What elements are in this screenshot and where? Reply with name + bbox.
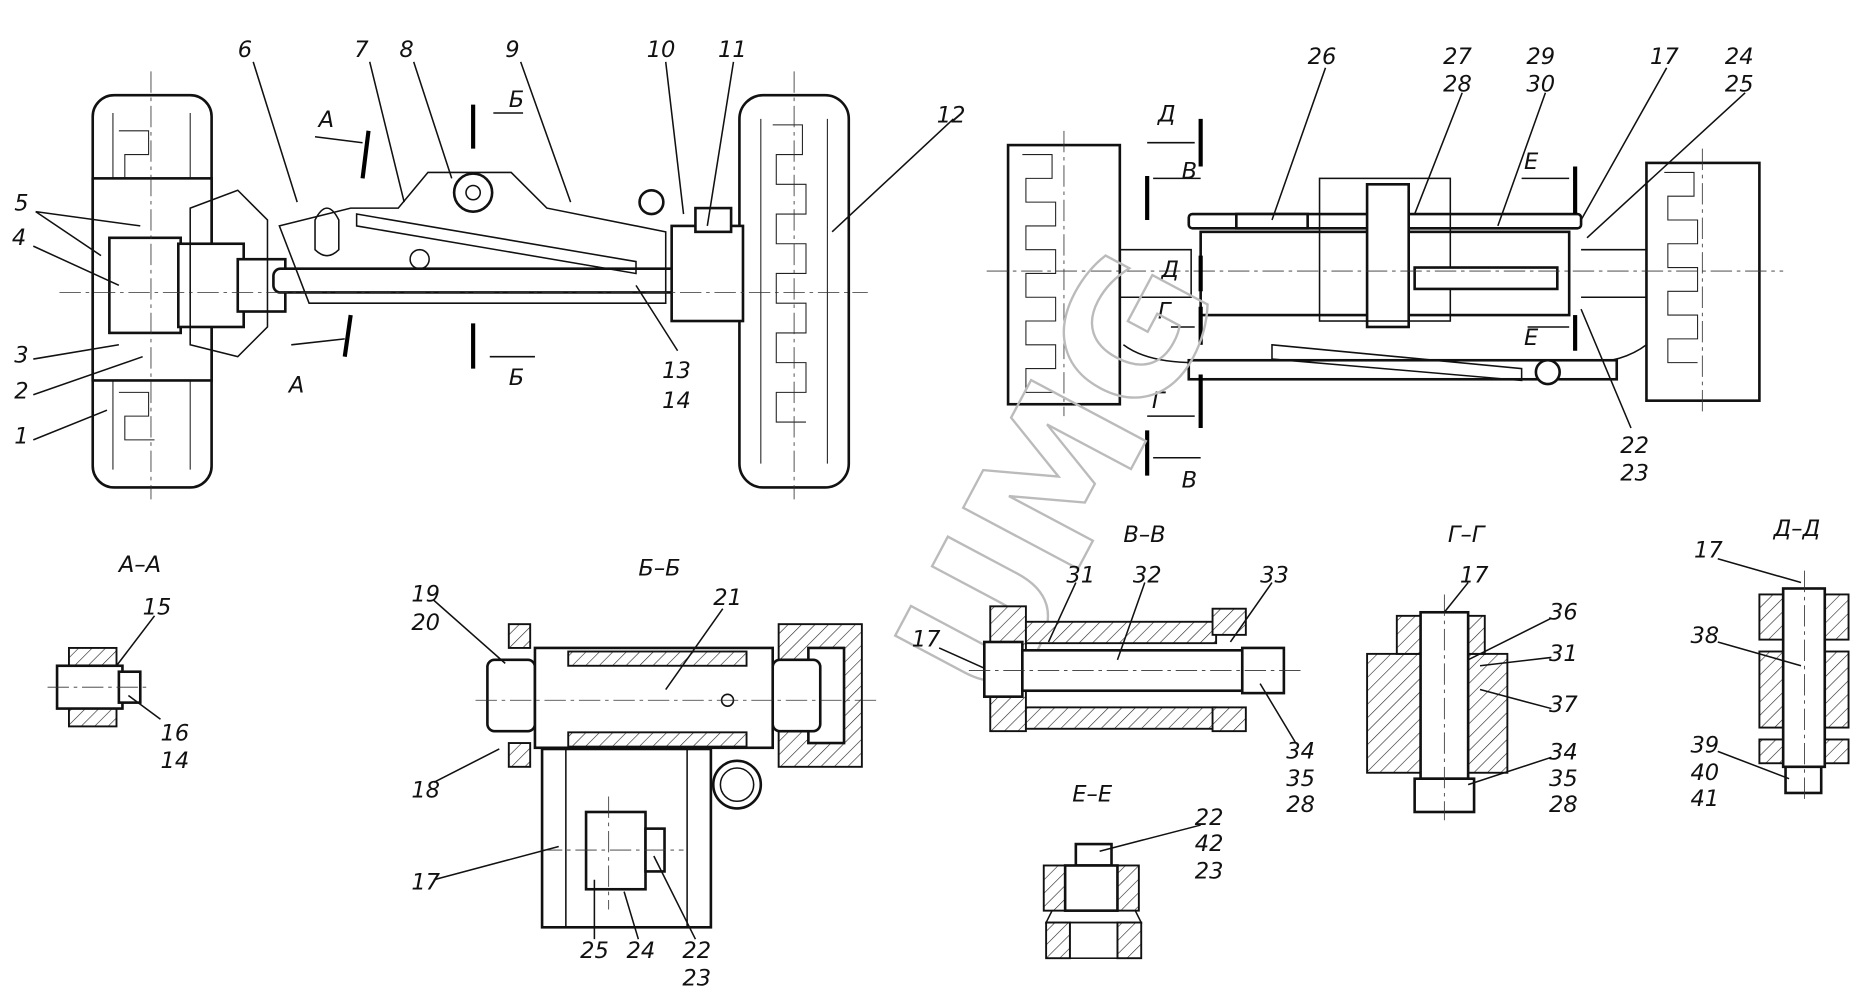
callout-17: 17: [1694, 538, 1723, 564]
section-mark-e: Е: [1524, 149, 1539, 175]
front-axle-plan-view: А А Б Б 6 7 8 9 10 11 12 5 4 3 2 1 13 14: [12, 37, 966, 500]
callout-4: 4: [12, 225, 26, 251]
callout-23: 23: [1195, 859, 1224, 885]
callout-20: 20: [411, 610, 440, 636]
callout-6: 6: [238, 37, 252, 63]
right-wheel: [1645, 161, 1761, 402]
callout-5: 5: [14, 190, 28, 216]
callout-21: 21: [713, 585, 742, 611]
callout-12: 12: [937, 102, 966, 128]
callout-3: 3: [14, 343, 28, 369]
section-title: Е–Е: [1072, 781, 1113, 807]
callout-14: 14: [160, 748, 189, 774]
callout-32: 32: [1133, 563, 1162, 589]
section-title: В–В: [1123, 522, 1165, 548]
section-title: Б–Б: [638, 555, 680, 581]
callout-17: 17: [912, 627, 941, 653]
wheel-hub-left: [91, 177, 287, 382]
callout-36: 36: [1549, 599, 1578, 625]
callout-28: 28: [1286, 792, 1315, 818]
callout-34: 34: [1286, 738, 1315, 764]
section-mark-d: Д: [1157, 101, 1176, 127]
section-mark-e: Е: [1524, 325, 1539, 351]
callout-31: 31: [1066, 563, 1095, 589]
section-mark-v: В: [1182, 467, 1198, 493]
callout-11: 11: [718, 37, 747, 63]
section-mark-a: А: [317, 107, 334, 133]
callout-26: 26: [1308, 44, 1337, 70]
callout-23: 23: [1620, 460, 1649, 486]
callout-40: 40: [1690, 760, 1719, 786]
callout-35: 35: [1549, 766, 1578, 792]
callout-29: 29: [1526, 44, 1555, 70]
axle-beam: [272, 171, 679, 304]
callout-24: 24: [1725, 44, 1754, 70]
callout-10: 10: [647, 37, 676, 63]
callout-13: 13: [662, 358, 691, 384]
callout-28: 28: [1443, 72, 1472, 98]
section-title: А–А: [117, 552, 161, 578]
callout-24: 24: [626, 938, 655, 964]
callout-30: 30: [1526, 72, 1555, 98]
section-mark-b: Б: [509, 87, 524, 113]
section-mark-g: Г: [1152, 388, 1167, 414]
callout-28: 28: [1549, 792, 1578, 818]
callout-38: 38: [1690, 623, 1719, 649]
callout-18: 18: [411, 778, 440, 804]
callout-31: 31: [1549, 641, 1578, 667]
callout-23: 23: [682, 966, 711, 992]
rear-axle-plan-view: Д В Е Д Г Е Г В 26 27 28 29 30 17 24 25 …: [986, 44, 1784, 493]
callout-2: 2: [14, 378, 28, 404]
callout-34: 34: [1549, 740, 1578, 766]
callout-39: 39: [1690, 733, 1719, 759]
callout-16: 16: [160, 721, 189, 747]
callout-7: 7: [354, 37, 369, 63]
callout-27: 27: [1443, 44, 1472, 70]
section-b-b: Б–Б 19 20 21 18 17 25 24 22 23: [411, 555, 880, 992]
callout-41: 41: [1690, 786, 1719, 812]
section-mark-b: Б: [509, 365, 524, 391]
callout-15: 15: [143, 595, 172, 621]
callout-22: 22: [1620, 433, 1649, 459]
callout-19: 19: [411, 582, 440, 608]
section-e-e: Е–Е 22 42 23: [1042, 781, 1224, 960]
callout-37: 37: [1549, 692, 1578, 718]
callout-22: 22: [1195, 805, 1224, 831]
callout-17: 17: [1650, 44, 1679, 70]
callout-17: 17: [411, 869, 440, 895]
section-a-a: А–А 15 16 14: [47, 552, 189, 774]
section-d-d: Д–Д 17 38 39 40 41: [1690, 516, 1850, 812]
callout-1: 1: [14, 423, 28, 449]
callout-25: 25: [1725, 72, 1754, 98]
section-title: Д–Д: [1773, 516, 1821, 542]
callout-33: 33: [1260, 563, 1289, 589]
section-mark-g: Г: [1158, 299, 1173, 325]
wheel-hub-right: [670, 206, 745, 323]
section-v-v: В–В 31 32 33 17 34 35 28: [912, 522, 1315, 818]
callout-14: 14: [662, 388, 691, 414]
section-mark-d: Д: [1160, 257, 1179, 283]
callout-17: 17: [1460, 563, 1489, 589]
section-g-g: Г–Г 17 36 31 37 34 35 28: [1366, 522, 1578, 821]
section-title: Г–Г: [1448, 522, 1487, 548]
callout-35: 35: [1286, 766, 1315, 792]
callout-9: 9: [505, 37, 519, 63]
callout-42: 42: [1195, 831, 1224, 857]
section-mark-a: А: [287, 372, 304, 398]
callout-8: 8: [399, 37, 413, 63]
section-mark-v: В: [1182, 158, 1198, 184]
callout-22: 22: [682, 938, 711, 964]
callout-25: 25: [580, 938, 609, 964]
